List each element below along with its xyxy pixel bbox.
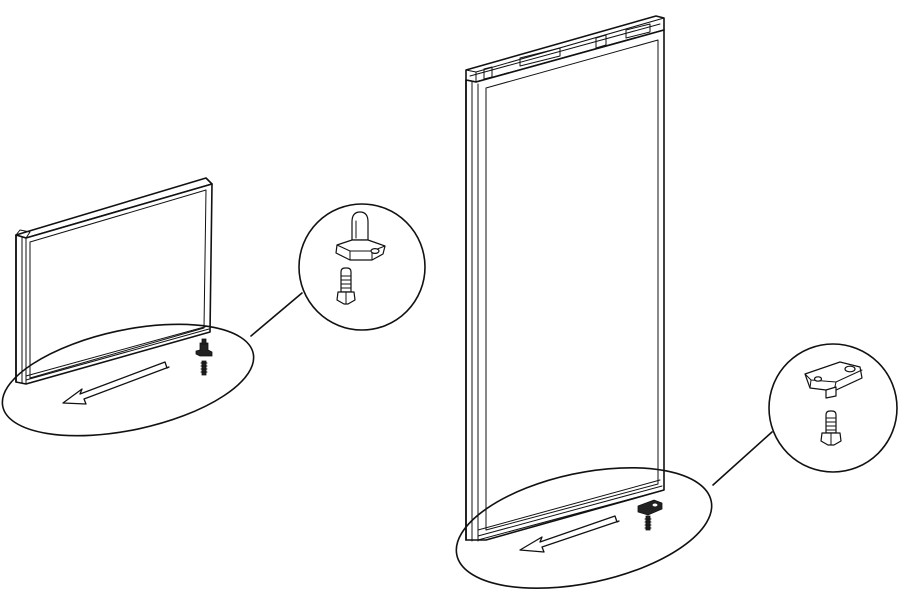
small-door-direction-arrow-icon [62,361,170,405]
tall-door-direction-arrow-icon [519,515,620,553]
tall-door-leader-line [712,431,773,486]
tall-door-hinge-detail [768,343,898,473]
small-door-bottom-highlight [1,323,255,437]
small-door [15,177,213,385]
small-door-leader-line [250,292,303,337]
small-door-hinge-detail [298,203,426,331]
tall-door [465,15,665,542]
tall-door-bottom-highlight [455,466,713,590]
small-door-hinge-pin-icon [195,338,213,376]
tall-door-hinge-bracket-icon [637,499,663,531]
